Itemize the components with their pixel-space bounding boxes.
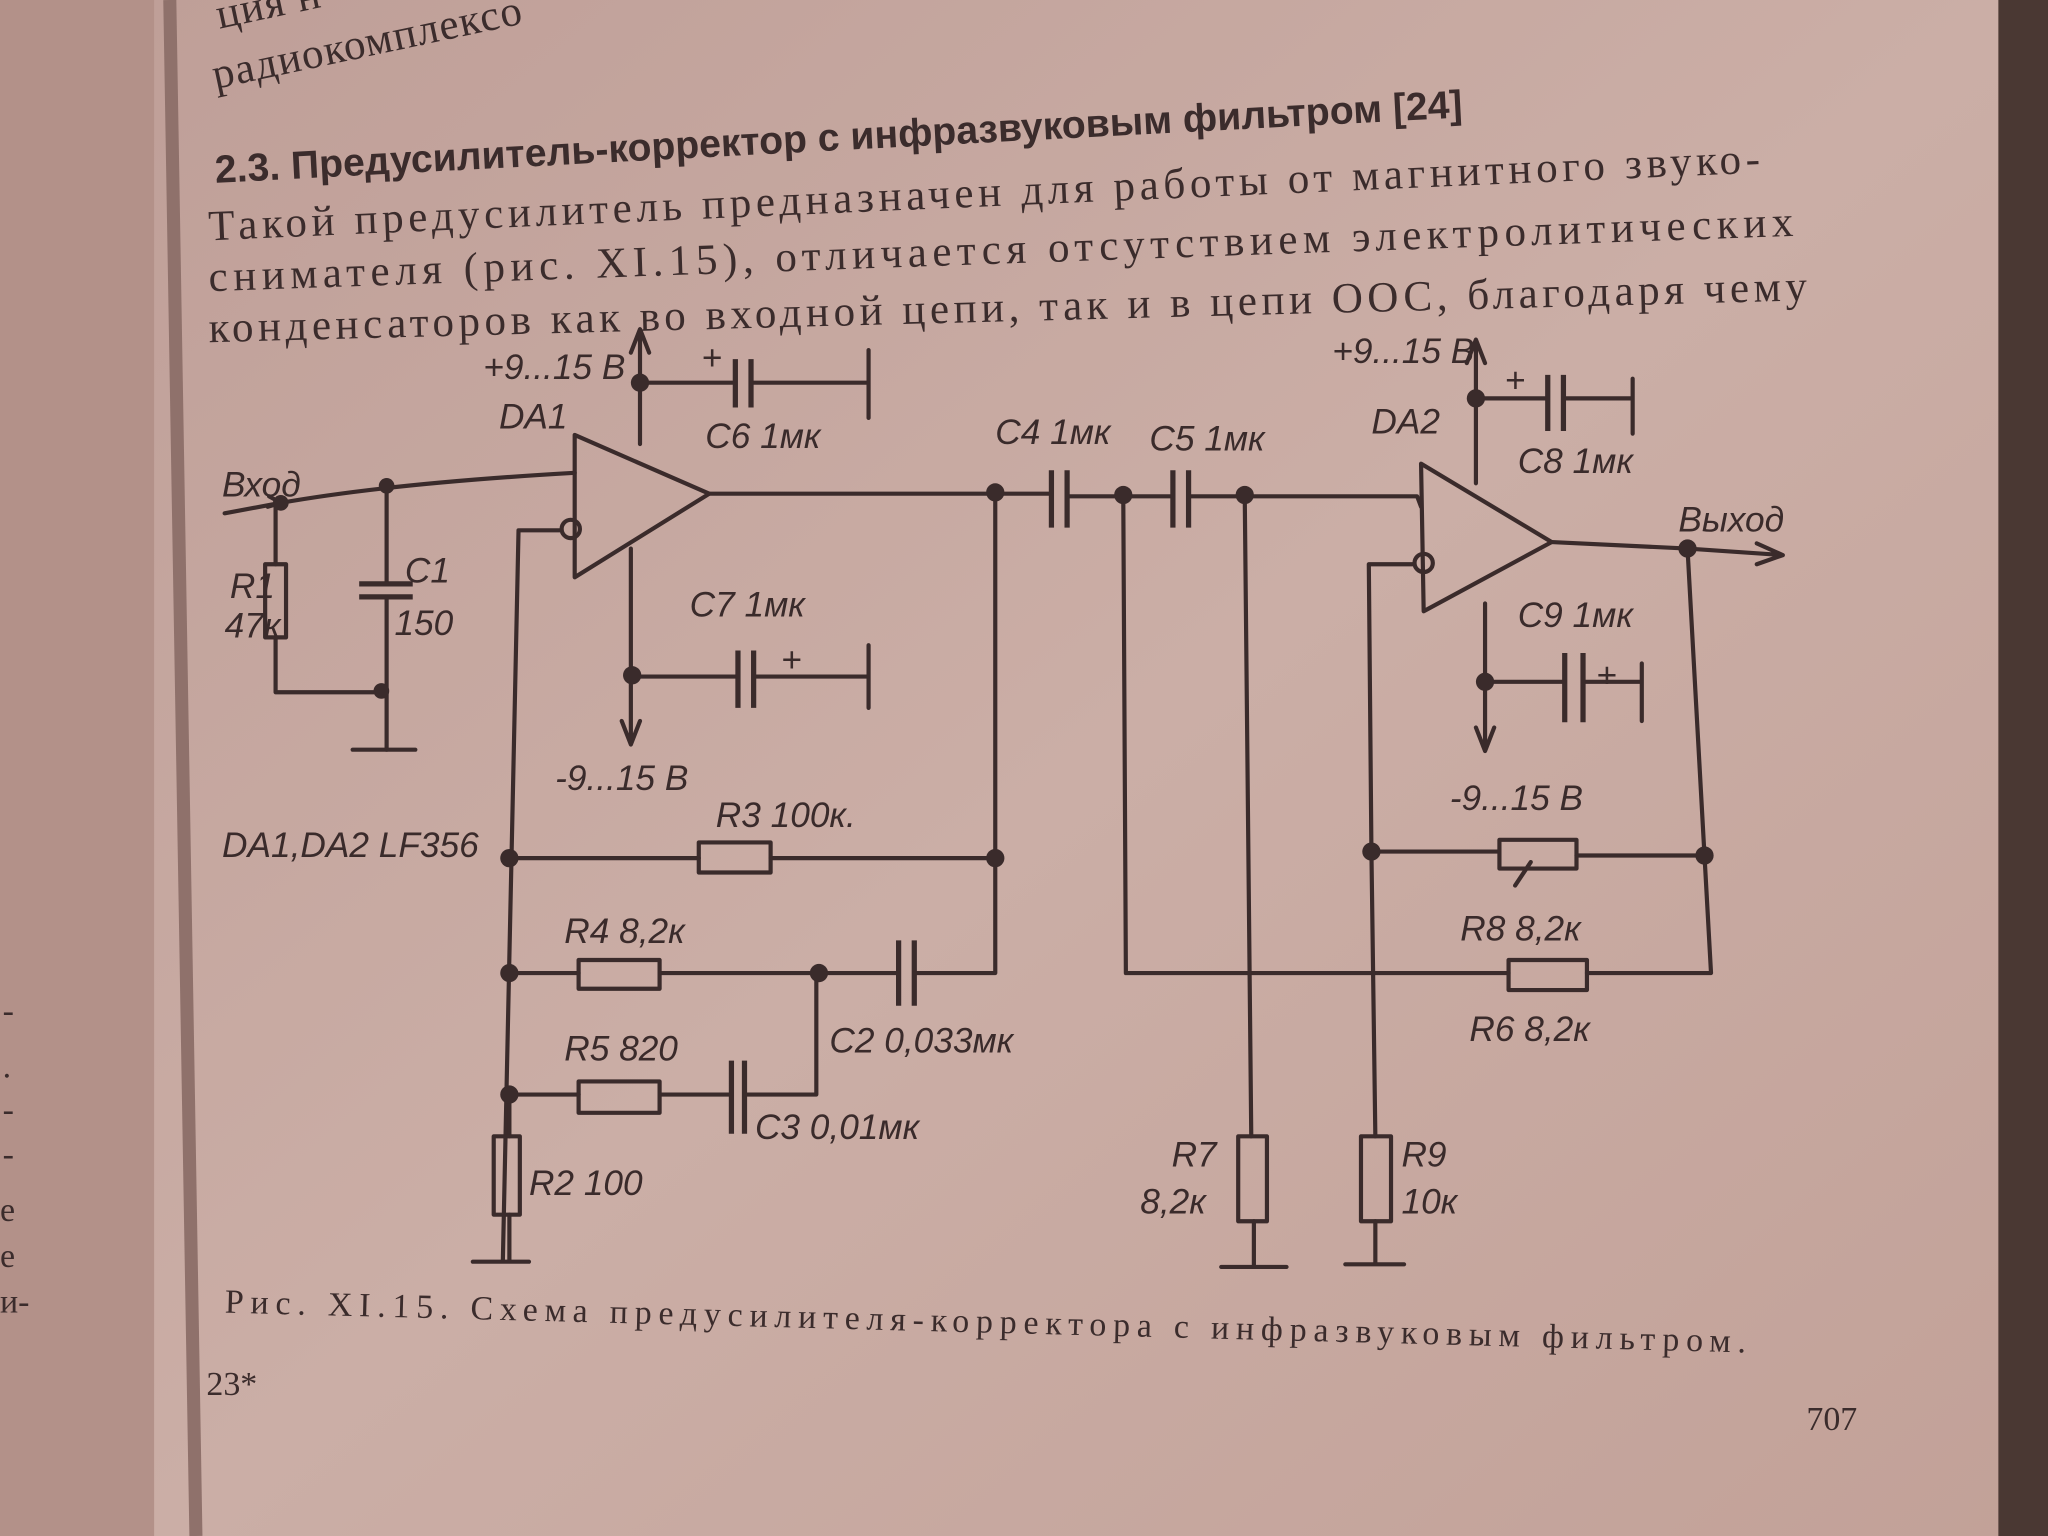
svg-text:-: - <box>3 1136 14 1173</box>
resistor-r2 <box>491 1134 522 1217</box>
page-gutter <box>163 0 203 1536</box>
c9-label: C9 1мк <box>1518 596 1635 635</box>
input-label: Вход <box>222 465 301 504</box>
da1-supply-neg: -9...15 В <box>555 759 688 798</box>
r9-label: R9 <box>1401 1135 1446 1174</box>
svg-text:е: е <box>0 1192 15 1229</box>
page-number: 707 <box>1806 1401 1857 1438</box>
c3-label: C3 0,01мк <box>755 1108 921 1147</box>
c1-label: C1 <box>405 552 450 591</box>
da1-supply-pos: +9...15 В <box>483 348 625 387</box>
c4-label: C4 1мк <box>995 413 1112 452</box>
c8-label: C8 1мк <box>1518 442 1635 481</box>
c8-plus: + <box>1505 361 1526 400</box>
output-label: Выход <box>1678 501 1784 540</box>
r8-label: R8 8,2к <box>1460 909 1582 948</box>
resistor-r6 <box>1506 957 1590 993</box>
capacitor-c5 <box>1170 470 1192 528</box>
capacitor-c8 <box>1545 374 1567 432</box>
capacitor-c7 <box>735 650 757 708</box>
r9-value: 10к <box>1401 1182 1458 1221</box>
da2-inverting-input <box>1412 551 1435 575</box>
capacitor-c1 <box>359 581 413 600</box>
svg-text:е: е <box>0 1238 15 1275</box>
resistor-r9 <box>1358 1134 1394 1224</box>
c9-plus: + <box>1596 656 1617 695</box>
capacitor-c4 <box>1048 470 1070 528</box>
potentiometer-r8 <box>1497 837 1579 871</box>
r1-label: R1 <box>230 567 275 606</box>
c2-label: C2 0,033мк <box>829 1022 1014 1061</box>
da2-supply-pos: +9...15 В <box>1332 332 1474 371</box>
r4-label: R4 8,2к <box>564 912 686 951</box>
signature-mark: 23* <box>206 1366 257 1403</box>
da2-supply-neg: -9...15 В <box>1450 779 1583 818</box>
right-page <box>154 0 2022 1536</box>
svg-text:-: - <box>3 1092 14 1129</box>
da2-label: DA2 <box>1371 403 1440 442</box>
svg-text:и-: и- <box>0 1284 29 1321</box>
resistor-r7 <box>1236 1134 1270 1224</box>
da1-label: DA1 <box>499 397 568 436</box>
resistor-r3 <box>696 840 773 875</box>
capacitor-c9 <box>1562 653 1586 723</box>
c6-plus: + <box>701 339 722 378</box>
resistor-r5 <box>576 1079 662 1115</box>
r5-label: R5 820 <box>564 1030 678 1069</box>
background-edge <box>1998 0 2048 1536</box>
left-page-fragments: - . - - е е и- <box>0 992 29 1320</box>
r1-value: 47к <box>225 606 282 645</box>
r6-label: R6 8,2к <box>1469 1010 1591 1049</box>
schematic-components <box>263 359 1590 1224</box>
svg-text:.: . <box>3 1049 11 1086</box>
schematic-wires <box>222 327 1785 1270</box>
r7-value: 8,2к <box>1140 1182 1207 1221</box>
da1-inverting-input <box>559 517 583 541</box>
c1-value: 150 <box>394 604 453 643</box>
r2-label: R2 100 <box>529 1164 643 1203</box>
svg-text:-: - <box>3 992 14 1029</box>
resistor-r4 <box>576 957 662 991</box>
schematic-labels: Вход R1 47к C1 150 +9...15 В DA1 + C6 1м… <box>222 332 1784 1221</box>
op-amp-note: DA1,DA2 LF356 <box>222 826 479 865</box>
c6-label: C6 1мк <box>705 417 822 456</box>
capacitor-c3 <box>728 1060 748 1134</box>
junction-nodes <box>272 373 1714 1104</box>
capacitor-c6 <box>732 359 754 408</box>
r3-label: R3 100к. <box>716 796 856 835</box>
c7-plus: + <box>781 640 802 679</box>
r7-label: R7 <box>1172 1135 1218 1174</box>
c7-label: C7 1мк <box>690 585 807 624</box>
c5-label: C5 1мк <box>1149 420 1266 459</box>
resistor-r1 <box>263 562 289 640</box>
capacitor-c2 <box>895 940 917 1006</box>
